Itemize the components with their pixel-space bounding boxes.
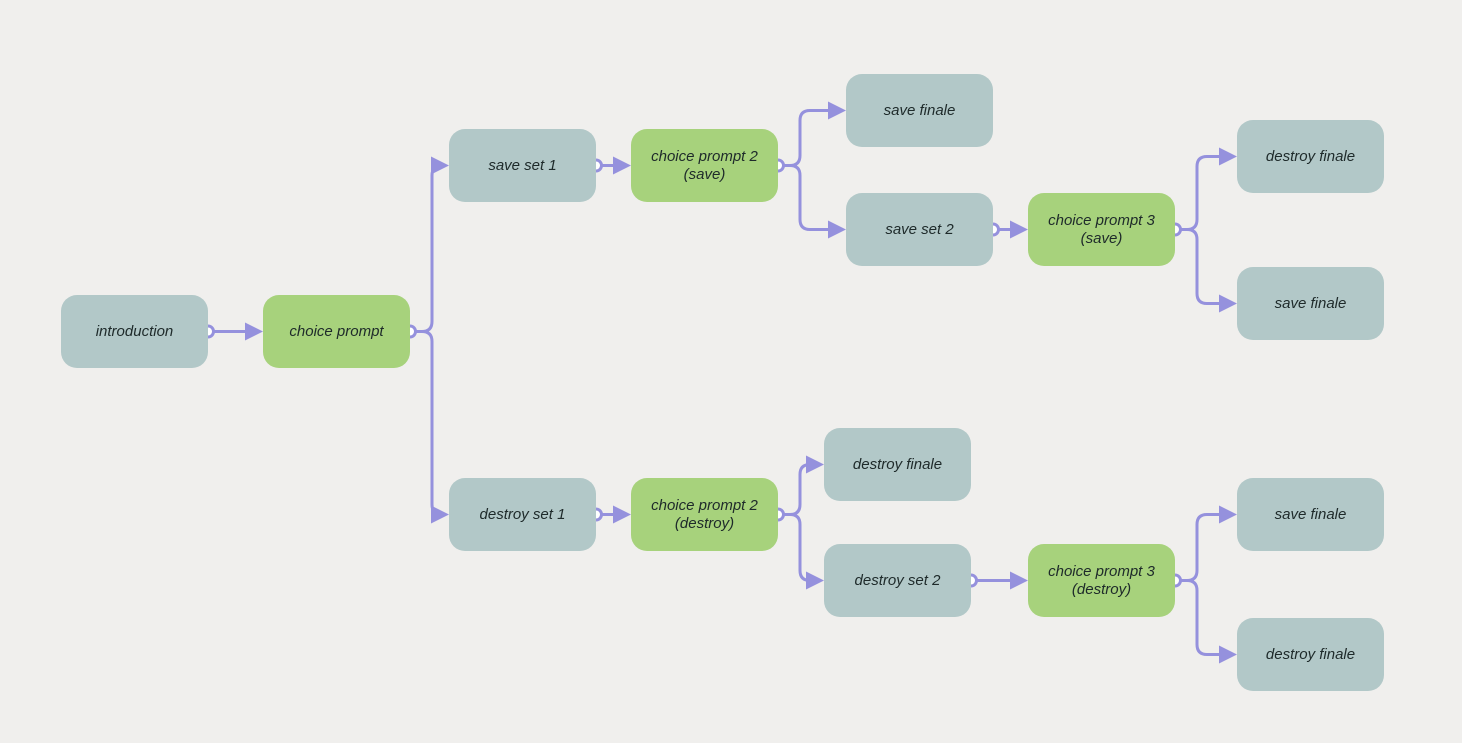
arrowhead-icon (245, 322, 263, 341)
node-destroy-set-2[interactable]: destroy set 2 (824, 544, 971, 617)
arrowhead-icon (613, 505, 631, 524)
node-choice-prompt-3-destroy[interactable]: choice prompt 3 (destroy) (1028, 544, 1175, 617)
node-choice-prompt-2-save[interactable]: choice prompt 2 (save) (631, 129, 778, 202)
arrowhead-icon (828, 101, 846, 120)
node-choice-prompt-3-save[interactable]: choice prompt 3 (save) (1028, 193, 1175, 266)
node-choice-prompt[interactable]: choice prompt (263, 295, 410, 368)
connector-choice_prompt-to-destroy_set_1 (416, 330, 443, 516)
node-save-finale-top[interactable]: save finale (846, 74, 993, 147)
node-destroy-finale-mid[interactable]: destroy finale (824, 428, 971, 501)
node-destroy-finale-top-right[interactable]: destroy finale (1237, 120, 1384, 193)
arrowhead-icon (806, 455, 824, 474)
arrowhead-icon (806, 571, 824, 590)
arrowhead-icon (1219, 505, 1237, 524)
arrowhead-icon (431, 156, 449, 175)
node-save-finale-bottom-right[interactable]: save finale (1237, 478, 1384, 551)
node-save-finale-mid-right[interactable]: save finale (1237, 267, 1384, 340)
arrowhead-icon (1219, 147, 1237, 166)
connector-choice_prompt_3_save-to-save_finale_mid_right (1181, 228, 1221, 305)
connector-choice_prompt_3_destroy-to-save_finale_bottom_right (1181, 513, 1221, 582)
connector-choice_prompt_3_destroy-to-destroy_finale_bottom_right (1181, 579, 1221, 656)
arrowhead-icon (1219, 294, 1237, 313)
arrowhead-icon (1010, 571, 1028, 590)
connector-choice_prompt_2_destroy-to-destroy_set_2 (784, 513, 811, 582)
arrowhead-icon (1010, 220, 1028, 239)
connector-choice_prompt_2_save-to-save_finale_top (784, 109, 830, 167)
node-save-set-1[interactable]: save set 1 (449, 129, 596, 202)
node-save-set-2[interactable]: save set 2 (846, 193, 993, 266)
arrowhead-icon (1219, 645, 1237, 664)
arrowhead-icon (431, 505, 449, 524)
node-destroy-set-1[interactable]: destroy set 1 (449, 478, 596, 551)
arrowhead-icon (828, 220, 846, 239)
node-introduction[interactable]: introduction (61, 295, 208, 368)
node-destroy-finale-bottom-right[interactable]: destroy finale (1237, 618, 1384, 691)
connector-choice_prompt_2_save-to-save_set_2 (784, 164, 830, 231)
connector-choice_prompt-to-save_set_1 (416, 164, 443, 333)
connector-choice_prompt_3_save-to-destroy_finale_top_right (1181, 155, 1221, 231)
arrowhead-icon (613, 156, 631, 175)
node-choice-prompt-2-destroy[interactable]: choice prompt 2 (destroy) (631, 478, 778, 551)
